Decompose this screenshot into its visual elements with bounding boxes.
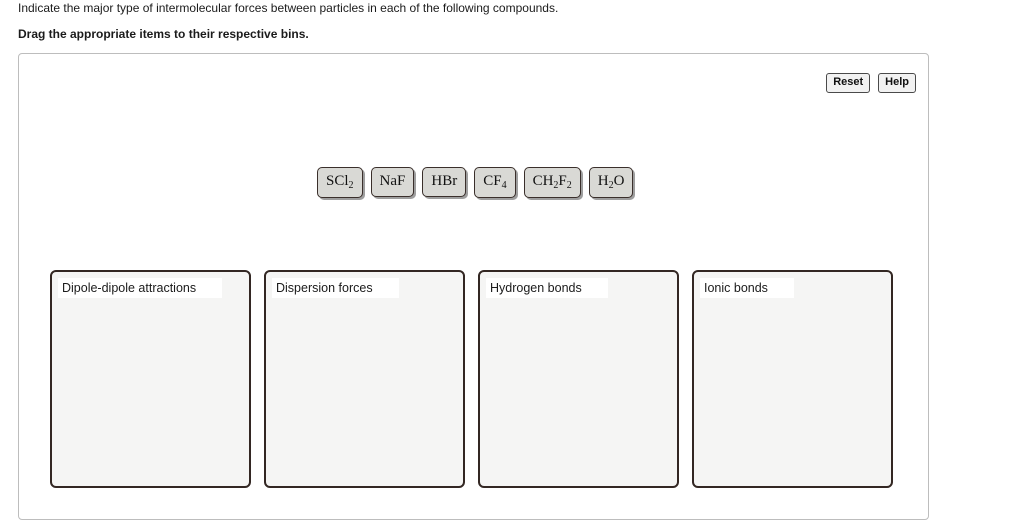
bin-dipole-dipole[interactable]: Dipole-dipole attractions <box>50 270 251 488</box>
draggable-token-cf4[interactable]: CF4 <box>474 167 516 198</box>
bin-hydrogen[interactable]: Hydrogen bonds <box>478 270 679 488</box>
bin-label: Ionic bonds <box>700 278 794 298</box>
bin-dropzone[interactable] <box>480 302 677 486</box>
bin-dropzone[interactable] <box>52 302 249 486</box>
bin-label: Dipole-dipole attractions <box>58 278 223 298</box>
bin-label: Hydrogen bonds <box>486 278 608 298</box>
draggable-token-naf[interactable]: NaF <box>370 167 415 197</box>
reset-button[interactable]: Reset <box>826 73 871 93</box>
help-button[interactable]: Help <box>878 73 916 93</box>
draggable-token-ch2f2[interactable]: CH2F2 <box>523 167 581 198</box>
bin-dispersion[interactable]: Dispersion forces <box>264 270 465 488</box>
question-text: Indicate the major type of intermolecula… <box>18 1 559 15</box>
panel-toolbar: Reset Help <box>826 73 916 93</box>
draggable-token-h2o[interactable]: H2O <box>588 167 634 198</box>
instruction-text: Drag the appropriate items to their resp… <box>18 27 309 41</box>
bin-ionic[interactable]: Ionic bonds <box>692 270 893 488</box>
draggable-token-hbr[interactable]: HBr <box>422 167 467 197</box>
bin-dropzone[interactable] <box>266 302 463 486</box>
bin-label: Dispersion forces <box>272 278 399 298</box>
bin-dropzone[interactable] <box>694 302 891 486</box>
bins-row: Dipole-dipole attractions Dispersion forc… <box>50 270 893 488</box>
draggable-token-scl2[interactable]: SCl2 <box>317 167 363 198</box>
